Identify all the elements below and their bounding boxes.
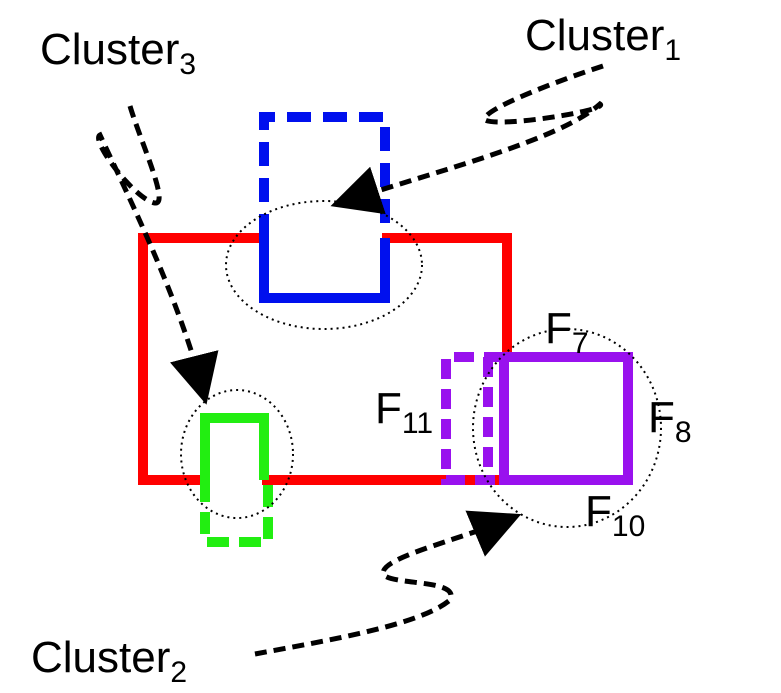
cluster2-circle	[472, 328, 662, 528]
green-shape	[200, 413, 273, 547]
green-solid-part	[200, 413, 269, 480]
cluster1-label: Cluster1	[525, 11, 681, 67]
purple-square	[499, 352, 633, 485]
cluster3-circle	[180, 389, 294, 519]
f7-label: F7	[545, 304, 589, 360]
red-outline-left	[138, 233, 264, 485]
cluster-circles	[180, 200, 662, 528]
cluster2-arrow	[254, 510, 522, 657]
red-outline	[138, 233, 512, 485]
cluster1-arrow	[330, 63, 604, 215]
cluster2-label: Cluster2	[31, 633, 187, 689]
green-dashed-part	[200, 480, 273, 547]
purple-dashed-part	[441, 352, 504, 485]
red-outline-top-right	[382, 233, 512, 357]
cluster3-label: Cluster3	[40, 25, 196, 81]
purple-shape	[441, 352, 633, 485]
labels: Cluster1 Cluster3 Cluster2 F7 F8 F10 F11	[31, 11, 692, 689]
cluster3-arrow	[96, 105, 219, 405]
f10-label: F10	[585, 487, 645, 543]
cluster1-circle	[225, 200, 423, 330]
f11-label: F11	[375, 384, 433, 440]
blue-dashed-part	[259, 112, 390, 238]
pointer-arrows	[96, 63, 604, 657]
f8-label: F8	[648, 393, 692, 449]
blue-solid-part	[259, 238, 390, 303]
